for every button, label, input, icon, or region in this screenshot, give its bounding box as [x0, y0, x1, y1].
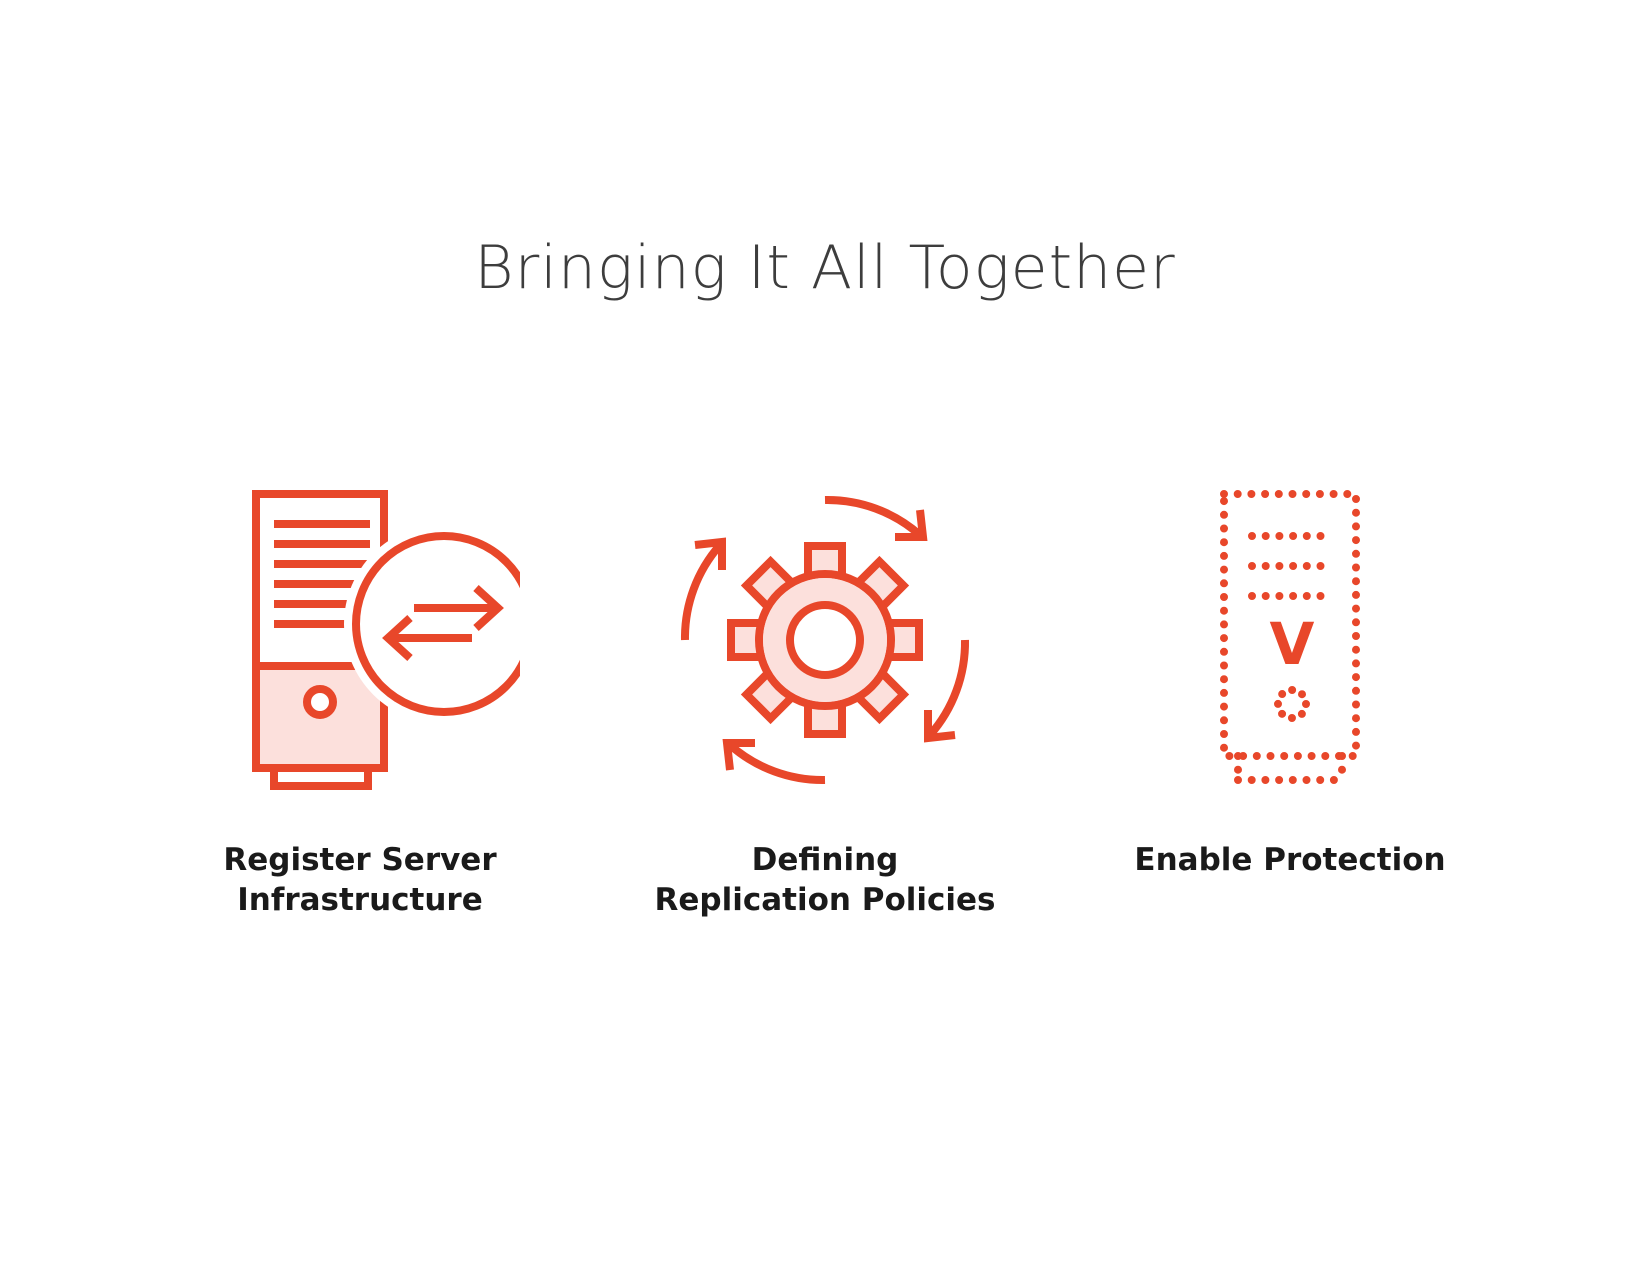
server-exchange-icon — [252, 490, 520, 790]
step-enable-protection: V Enable Protection — [1080, 490, 1500, 880]
gear-cycle-icon — [680, 495, 970, 785]
server-badge-letter: V — [1270, 610, 1315, 678]
step-label: Register Server Infrastructure — [150, 840, 570, 920]
dotted-server-icon: V — [1220, 490, 1360, 784]
step-label-line: Defining — [751, 842, 899, 878]
step-replication-policies: Defining Replication Policies — [615, 490, 1035, 920]
step-label: Enable Protection — [1080, 840, 1500, 880]
page-title: Bringing It All Together — [474, 233, 1176, 303]
step-label-line: Register Server — [223, 842, 497, 878]
step-label-line: Infrastructure — [237, 882, 483, 918]
step-label-line: Replication Policies — [654, 882, 996, 918]
step-register-server: Register Server Infrastructure — [150, 490, 570, 920]
step-label: Defining Replication Policies — [615, 840, 1035, 920]
step-label-line: Enable Protection — [1134, 842, 1446, 878]
